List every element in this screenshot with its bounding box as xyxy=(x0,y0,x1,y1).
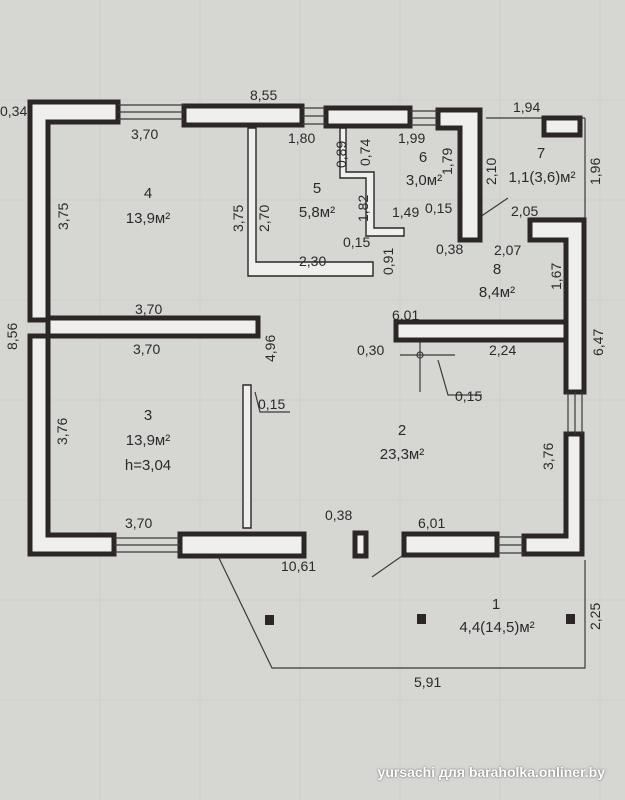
dim-label: 3,76 xyxy=(54,417,70,445)
dim-label: 3,70 xyxy=(135,301,163,317)
dim-label: 2,05 xyxy=(511,203,539,219)
dim-label: 2,70 xyxy=(256,204,272,232)
room-4-number: 4 xyxy=(143,185,153,202)
watermark: yursachi для baraholka.onliner.by xyxy=(377,764,605,780)
room-5-area: 5,8м² xyxy=(298,204,336,221)
dim-label: 3,75 xyxy=(230,204,246,232)
room-6-number: 6 xyxy=(418,149,428,166)
room-8-area: 8,4м² xyxy=(478,284,516,301)
dim-label: 1,99 xyxy=(398,130,426,146)
room-8-number: 8 xyxy=(492,261,502,278)
dim-label: 0,38 xyxy=(325,507,353,523)
dim-label: 2,24 xyxy=(489,342,517,358)
room-3-area: 13,9м² xyxy=(125,432,171,449)
dim-label: 6,01 xyxy=(392,307,420,323)
room-1-area: 4,4(14,5)м² xyxy=(459,619,535,636)
dim-label: 0,74 xyxy=(357,138,373,166)
dim-label: 1,67 xyxy=(548,262,564,290)
dim-label: 6,47 xyxy=(590,328,606,356)
dim-label: 3,70 xyxy=(133,341,161,357)
dim-label: 10,61 xyxy=(281,558,317,574)
room-5-number: 5 xyxy=(312,180,322,197)
dim-label: 0,91 xyxy=(380,247,396,275)
dim-label: 8,56 xyxy=(4,322,20,350)
dim-label: 0,15 xyxy=(425,200,453,216)
dim-label: 0,30 xyxy=(357,342,385,358)
dim-label: 3,75 xyxy=(55,202,71,230)
room-1-number: 1 xyxy=(491,596,501,613)
room-2-number: 2 xyxy=(397,422,407,439)
room-4-area: 13,9м² xyxy=(125,210,171,227)
dim-label: 2,25 xyxy=(587,602,603,630)
dim-label: 0,38 xyxy=(436,241,464,257)
dim-label: 2,07 xyxy=(494,242,522,258)
dim-label: 3,70 xyxy=(131,126,159,142)
dim-label: 0,15 xyxy=(258,396,286,412)
dim-label: 2,30 xyxy=(299,253,327,269)
room-7-area: 1,1(3,6)м² xyxy=(508,169,576,186)
room-3-number: 3 xyxy=(143,407,153,424)
dim-label: 3,76 xyxy=(540,442,556,470)
windows xyxy=(114,104,583,554)
dim-label: 6,01 xyxy=(418,515,446,531)
dim-label: 4,96 xyxy=(262,334,278,362)
dim-label: 1,94 xyxy=(513,99,541,115)
dim-label: 1,96 xyxy=(587,157,603,185)
dim-label: 5,91 xyxy=(414,674,442,690)
dim-label: 1,49 xyxy=(392,204,420,220)
dim-label: 1,80 xyxy=(288,130,316,146)
dim-label: 0,89 xyxy=(333,140,349,168)
room-2-area: 23,3м² xyxy=(379,446,425,463)
dim-label: 2,10 xyxy=(483,157,499,185)
room-6-area: 3,0м² xyxy=(405,172,443,189)
dim-label: 0,34 xyxy=(0,103,28,119)
dim-label: 0,15 xyxy=(455,388,483,404)
terrace-columns xyxy=(265,614,575,625)
room-7-number: 7 xyxy=(536,145,546,162)
dim-label: 3,70 xyxy=(125,515,153,531)
dim-label: 1,79 xyxy=(439,147,455,175)
walls xyxy=(27,99,587,559)
dim-label: 1,82 xyxy=(355,194,371,222)
room-3-height: h=3,04 xyxy=(124,457,172,474)
dim-label: 8,55 xyxy=(250,87,278,103)
dim-label: 0,15 xyxy=(343,234,371,250)
thin-partitions xyxy=(242,127,405,529)
